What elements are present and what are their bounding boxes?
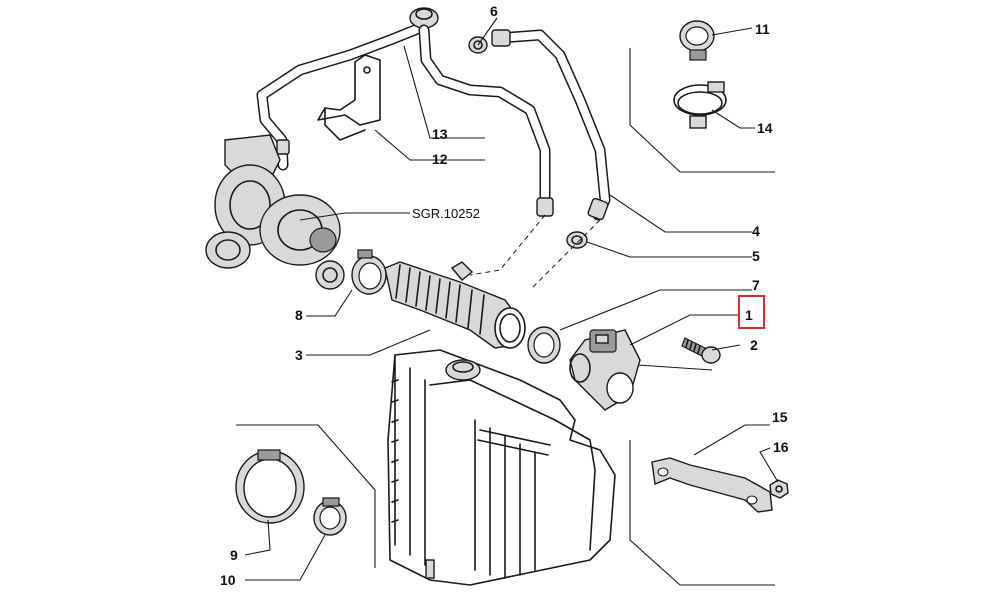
reference-code: SGR.10252 bbox=[412, 206, 480, 221]
leader-6 bbox=[477, 17, 498, 46]
leader-12 bbox=[374, 129, 485, 161]
callout-5: 5 bbox=[752, 248, 760, 264]
callout-10: 10 bbox=[220, 572, 236, 588]
highlight-box bbox=[738, 295, 765, 329]
leader-11 bbox=[711, 27, 753, 36]
air-box bbox=[387, 349, 616, 586]
clamp-8 bbox=[351, 249, 387, 295]
leader-8 bbox=[306, 289, 353, 317]
callout-12: 12 bbox=[432, 151, 448, 167]
bracket-15 bbox=[651, 457, 773, 513]
leader-9 bbox=[244, 519, 271, 556]
callout-16: 16 bbox=[773, 439, 789, 455]
callout-13: 13 bbox=[432, 126, 448, 142]
callout-6: 6 bbox=[490, 3, 498, 19]
leader-sgr bbox=[299, 212, 410, 221]
leader-13 bbox=[403, 45, 485, 139]
callout-1: 1 bbox=[745, 307, 753, 323]
clamp-5 bbox=[566, 231, 588, 249]
leader-5 bbox=[586, 241, 752, 258]
leader-4 bbox=[609, 194, 752, 233]
callout-4: 4 bbox=[752, 223, 760, 239]
leader-2 bbox=[711, 344, 741, 351]
nut-16 bbox=[769, 479, 789, 499]
intake-hose-3 bbox=[384, 261, 526, 349]
leader-3 bbox=[306, 329, 431, 356]
hose-4 bbox=[491, 29, 611, 221]
leader-1 bbox=[629, 314, 740, 346]
screw-2 bbox=[681, 337, 721, 364]
leader-15 bbox=[693, 424, 770, 456]
clamp-6 bbox=[468, 36, 488, 54]
clamp-10 bbox=[313, 497, 347, 536]
clamp-7 bbox=[527, 326, 561, 364]
clamp-14 bbox=[673, 81, 727, 129]
clamp-11 bbox=[679, 20, 715, 61]
leader-14 bbox=[711, 109, 755, 129]
callout-7: 7 bbox=[752, 277, 760, 293]
air-flow-meter-1 bbox=[569, 329, 641, 411]
leader-7 bbox=[559, 289, 752, 331]
callout-15: 15 bbox=[772, 409, 788, 425]
callout-14: 14 bbox=[757, 120, 773, 136]
clamp-9 bbox=[235, 449, 305, 524]
leader-16 bbox=[759, 447, 779, 483]
callout-8: 8 bbox=[295, 307, 303, 323]
leader-2b bbox=[637, 364, 713, 371]
callout-9: 9 bbox=[230, 547, 238, 563]
bracket-12 bbox=[317, 54, 381, 141]
callout-3: 3 bbox=[295, 347, 303, 363]
turbocharger bbox=[205, 134, 345, 290]
breather-hose-13 bbox=[256, 7, 554, 217]
leader-10 bbox=[245, 534, 326, 581]
callout-11: 11 bbox=[755, 21, 770, 37]
callout-2: 2 bbox=[750, 337, 758, 353]
